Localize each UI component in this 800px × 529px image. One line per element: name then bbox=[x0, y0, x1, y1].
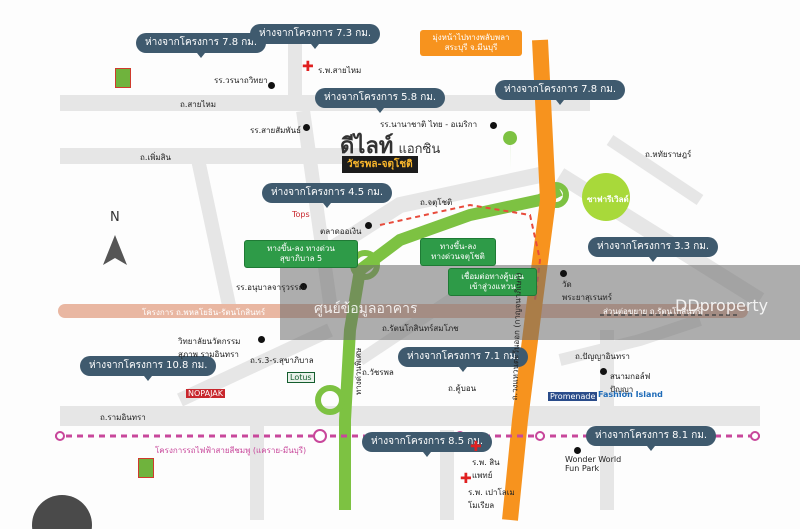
expressway-ramp-note-2: ทางขึ้น-ลง ทางด่วนจตุโชติ bbox=[420, 238, 496, 266]
road-label-panya: ถ.ปัญญาอินทรา bbox=[575, 352, 630, 361]
road-label-watcharaphon: ถ.วัชรพล bbox=[362, 368, 394, 377]
distance-callout-1: ห่างจากโครงการ 7.8 กม. bbox=[136, 33, 267, 58]
road-v2 bbox=[189, 150, 237, 310]
road-label-sai-mai: ถ.สายไหม bbox=[180, 100, 217, 109]
place-fashion: Fashion Island bbox=[598, 390, 663, 399]
place-college: วิทยาลัยนวัตกรรมสุภาพ รามอินทรา bbox=[178, 337, 241, 359]
road-phoem-sin bbox=[60, 148, 360, 164]
poi-icon-bottom-left bbox=[138, 458, 154, 478]
pink-station-1 bbox=[55, 431, 65, 441]
express-road-label: ทางด่วนพิเศษ bbox=[354, 347, 363, 395]
place-hospital-sai-mai: ร.พ.สายไหม bbox=[318, 66, 362, 75]
hospital-icon-1: ✚ bbox=[302, 59, 314, 75]
place-lotus: Lotus bbox=[287, 372, 315, 383]
road-v5 bbox=[440, 430, 454, 520]
distance-callout-8: ห่างจากโครงการ 7.1 กม. bbox=[398, 347, 529, 372]
expressway-ramp-note-1: ทางขึ้น-ลง ทางด่วนสุขาภิบาล 5 bbox=[244, 240, 358, 268]
poi-dot-market bbox=[365, 222, 372, 229]
road-label-khubon: ถ.คู้บอน bbox=[448, 384, 477, 393]
road-label-sai-mai-bottom: ถ.ร.3-ร.สุขาภิบาล bbox=[250, 356, 314, 365]
poi-dot-wonder bbox=[574, 447, 581, 454]
distance-callout-7: ห่างจากโครงการ 10.8 กม. bbox=[80, 356, 217, 381]
road-label-phoem-sin: ถ.เพิ่มสิน bbox=[140, 153, 172, 162]
red-dashed-route bbox=[379, 203, 542, 301]
pink-station-2 bbox=[313, 429, 327, 443]
distance-callout-9: ห่างจากโครงการ 8.5 กม. bbox=[362, 432, 493, 457]
ratchada-road-label: ถ.รัตนโกสินทร์สมโภช bbox=[382, 324, 459, 333]
place-promenade: Promenade bbox=[548, 392, 598, 401]
road-v1 bbox=[288, 40, 302, 110]
poi-icon-left bbox=[115, 68, 131, 88]
north-label: N bbox=[110, 210, 120, 225]
place-school-1: รร.วรนาถวิทยา bbox=[214, 76, 268, 85]
distance-callout-2: ห่างจากโครงการ 7.3 กม. bbox=[250, 24, 381, 49]
camera-icon bbox=[32, 495, 92, 529]
project-logo: ดีไลท์ แอกซิน bbox=[340, 128, 440, 163]
distance-callout-3: ห่างจากโครงการ 5.8 กม. bbox=[315, 88, 446, 113]
road-label-jatuchot: ถ.จตุโชติ bbox=[420, 198, 453, 207]
watermark-band bbox=[280, 265, 800, 340]
hospital-icon-3: ✚ bbox=[460, 471, 472, 487]
distance-callout-10: ห่างจากโครงการ 8.1 กม. bbox=[586, 426, 717, 451]
green-loop-1 bbox=[315, 385, 345, 415]
logo-title-sub: แอกซิน bbox=[398, 142, 441, 157]
place-tops-label: Tops bbox=[292, 210, 310, 219]
place-school-3: รร.นานาชาติ ไทย - อเมริกา bbox=[380, 120, 478, 129]
purple-line-label: โครงการ ถ.พหลโยธิน-รัตนโกสินทร์ bbox=[142, 308, 266, 317]
pink-station-4 bbox=[535, 431, 545, 441]
safari-label: ซาฟารีเวิลด์ bbox=[587, 195, 629, 204]
pink-station-6 bbox=[750, 431, 760, 441]
watermark-right: DDproperty bbox=[675, 296, 769, 315]
place-market: ตลาดออเงิน bbox=[320, 227, 362, 236]
green-expressway bbox=[339, 184, 563, 510]
poi-dot-school2 bbox=[303, 124, 310, 131]
poi-dot-school3 bbox=[490, 122, 497, 129]
poi-dot-school1 bbox=[268, 82, 275, 89]
distance-callout-5: ห่างจากโครงการ 4.5 กม. bbox=[262, 183, 393, 208]
poi-dot-college bbox=[258, 336, 265, 343]
road-diag-top bbox=[606, 135, 704, 205]
connection-note: เชื่อมต่อทางคู้บอน เข้าสู่วงแหวน bbox=[448, 268, 537, 296]
logo-title-main: ดีไลท์ bbox=[340, 134, 394, 159]
place-wonder: Wonder World Fun Park bbox=[565, 455, 622, 473]
road-diag-bottomleft bbox=[177, 323, 333, 407]
distance-callout-4: ห่างจากโครงการ 7.8 กม. bbox=[495, 80, 626, 105]
distance-callout-6: ห่างจากโครงการ 3.3 กม. bbox=[588, 237, 719, 262]
hospital-icon-2: ✚ bbox=[470, 439, 482, 455]
top-direction-note: มุ่งหน้าไปทางพลับพลา สระบุรี จ.มีนบุรี bbox=[420, 30, 522, 56]
safari-circle bbox=[582, 173, 630, 221]
place-sanam: สนามกอล์ฟ ปัญญา bbox=[610, 372, 651, 394]
road-jatuchot bbox=[325, 167, 542, 257]
north-arrow-icon bbox=[103, 235, 127, 265]
road-ramintra bbox=[60, 406, 760, 426]
road-label-ramintra: ถ.รามอินทรา bbox=[100, 413, 146, 422]
place-tops: NOPAJAK bbox=[186, 389, 226, 398]
purple-line-right-label: ส่วนต่อขยาย ถ.รัตนโกสินทร์ bbox=[603, 307, 702, 316]
place-hospital-2: ร.พ. สินแพทย์ bbox=[472, 458, 500, 480]
place-hospital-3: ร.พ. เปาโลเมโมเรียล bbox=[468, 488, 515, 510]
logo-tagline: วัชรพล-จตุโชติ bbox=[342, 156, 418, 173]
road-v4 bbox=[600, 330, 614, 510]
project-pin-icon bbox=[503, 131, 518, 170]
road-label-hathairat: ถ.หทัยราษฎร์ bbox=[645, 150, 692, 159]
poi-dot-school4 bbox=[300, 283, 307, 290]
place-watphraya: วัดพระยาสุเรนทร์ bbox=[562, 280, 612, 302]
road-v6 bbox=[250, 420, 264, 520]
watermark-left: ศูนย์ข้อมูลอาคาร bbox=[314, 301, 418, 317]
place-school-2: รร.สายสัมพันธ์ bbox=[250, 126, 301, 135]
poi-dot-watphraya bbox=[560, 270, 567, 277]
poi-dot-sanam bbox=[600, 368, 607, 375]
pink-line-label: โครงการรถไฟฟ้าสายสีชมพู (แคราย-มีนบุรี) bbox=[155, 446, 307, 455]
place-school-4: รร.อนุบาลจารุวรรณ bbox=[236, 283, 306, 292]
